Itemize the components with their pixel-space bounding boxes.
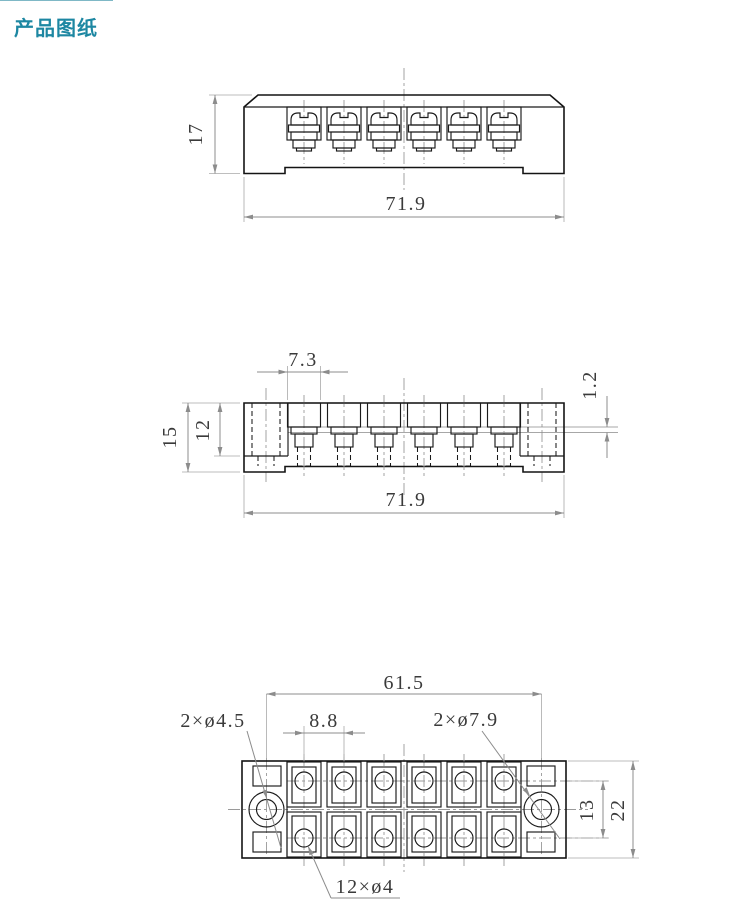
plan-label-counterbore: 2×ø7.9 bbox=[433, 709, 561, 840]
section-dim-heights: 15 12 bbox=[159, 402, 240, 473]
plan-right-end bbox=[523, 765, 560, 853]
plan-depth-value: 22 bbox=[607, 799, 629, 822]
plan-dim-mount-span: 61.5 bbox=[266, 672, 542, 697]
plan-body-outline bbox=[241, 760, 567, 859]
section-view: 7.3 1.2 15 12 bbox=[159, 349, 618, 518]
front-view: 17 71.9 bbox=[185, 68, 565, 222]
section-width-value: 71.9 bbox=[386, 489, 427, 511]
mount-hole-label: 2×ø4.5 bbox=[180, 710, 245, 732]
front-dim-height: 17 bbox=[185, 94, 252, 174]
section-dim-width: 71.9 bbox=[243, 475, 565, 518]
section-height-overall-value: 15 bbox=[159, 426, 181, 449]
front-dim-width: 71.9 bbox=[243, 177, 565, 222]
plan-row-span-value: 13 bbox=[576, 799, 598, 822]
section-dim-rib: 1.2 bbox=[579, 370, 610, 458]
section-body-outline bbox=[243, 402, 565, 473]
section-height-step-value: 12 bbox=[192, 419, 214, 442]
plan-dim-row-span: 13 bbox=[570, 780, 609, 839]
section-slot-value: 7.3 bbox=[288, 349, 318, 371]
front-width-value: 71.9 bbox=[386, 193, 427, 215]
section-dim-slot: 7.3 bbox=[257, 349, 348, 400]
plan-pitch-value: 8.8 bbox=[309, 710, 339, 732]
front-height-value: 17 bbox=[185, 123, 207, 146]
section-hidden-holes bbox=[251, 403, 557, 466]
counterbore-label: 2×ø7.9 bbox=[433, 709, 498, 731]
top-divider bbox=[0, 0, 113, 1]
page-title: 产品图纸 bbox=[14, 18, 98, 40]
screw-holes-label: 12×ø4 bbox=[336, 876, 395, 898]
plan-left-end bbox=[248, 765, 285, 853]
plan-mount-span-value: 61.5 bbox=[384, 672, 425, 694]
plan-dim-depth: 22 bbox=[568, 760, 639, 859]
plan-label-screw-holes: 12×ø4 bbox=[305, 845, 400, 899]
plan-label-mount-hole: 2×ø4.5 bbox=[180, 710, 282, 849]
section-rib-value: 1.2 bbox=[579, 370, 601, 400]
plan-view: 61.5 8.8 2×ø4.5 2×ø7.9 bbox=[180, 672, 639, 899]
front-body-outline bbox=[243, 94, 565, 175]
plan-dim-pitch: 8.8 bbox=[283, 710, 365, 757]
